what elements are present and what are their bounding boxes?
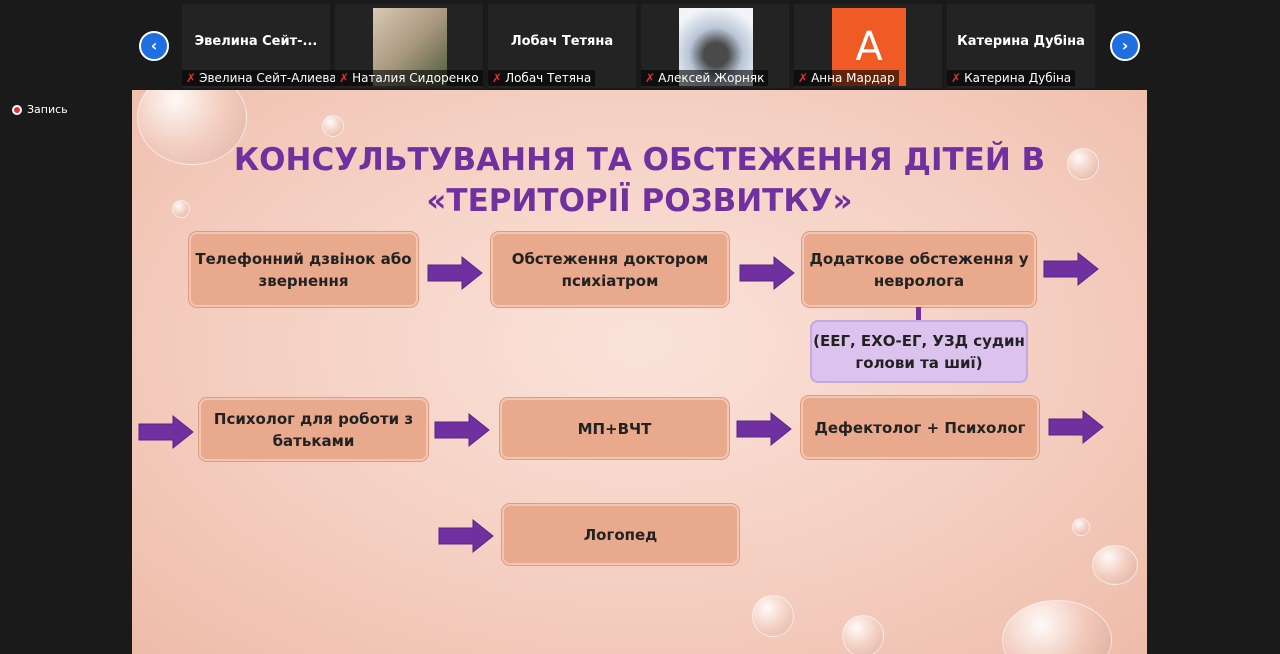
participant-tile[interactable]: ✗Наталия Сидоренко <box>335 4 483 88</box>
participant-tile[interactable]: Эвелина Сейт-... ✗Эвелина Сейт-Алиева <box>182 4 341 88</box>
bubble-decoration <box>1092 545 1138 585</box>
recording-indicator[interactable]: Запись <box>12 103 68 116</box>
step-phone-call: Телефонний дзвінок або звернення <box>189 232 418 307</box>
arrow-right-icon <box>1043 251 1099 287</box>
participant-tile[interactable]: A ✗Анна Мардар <box>794 4 942 88</box>
shared-slide: КОНСУЛЬТУВАННЯ ТА ОБСТЕЖЕННЯ ДІТЕЙ В «ТЕ… <box>132 90 1147 654</box>
participant-tile[interactable]: Лобач Тетяна ✗Лобач Тетяна <box>488 4 636 88</box>
muted-mic-icon: ✗ <box>492 71 503 85</box>
bubble-decoration <box>1067 148 1099 180</box>
next-page-button[interactable]: › <box>1110 31 1140 61</box>
muted-mic-icon: ✗ <box>951 71 962 85</box>
participant-tile[interactable]: Катерина Дубіна ✗Катерина Дубіна <box>947 4 1095 88</box>
participant-label: ✗Анна Мардар <box>794 70 899 86</box>
label-text: Алексей Жорняк <box>658 71 765 85</box>
slide-title: КОНСУЛЬТУВАННЯ ТА ОБСТЕЖЕННЯ ДІТЕЙ В «ТЕ… <box>132 140 1147 222</box>
arrow-right-icon <box>427 255 483 291</box>
step-speech-therapist: Логопед <box>502 504 739 565</box>
muted-mic-icon: ✗ <box>186 71 197 85</box>
connector-line <box>916 307 921 321</box>
bubble-decoration <box>842 615 884 654</box>
bubble-decoration <box>1002 600 1112 654</box>
title-line: «ТЕРИТОРІЇ РОЗВИТКУ» <box>426 183 853 219</box>
step-parent-psychologist: Психолог для роботи з батьками <box>199 398 428 461</box>
record-icon <box>12 104 22 115</box>
label-text: Лобач Тетяна <box>505 71 592 85</box>
participant-tile[interactable]: ✗Алексей Жорняк <box>641 4 789 88</box>
participant-label: ✗Лобач Тетяна <box>488 70 596 86</box>
bubble-decoration <box>172 200 190 218</box>
participant-strip: ‹ Эвелина Сейт-... ✗Эвелина Сейт-Алиева … <box>0 0 1280 90</box>
bubble-decoration <box>137 90 247 165</box>
label-text: Эвелина Сейт-Алиева <box>199 71 337 85</box>
step-defectologist: Дефектолог + Психолог <box>801 396 1039 459</box>
participant-label: ✗Наталия Сидоренко <box>335 70 483 86</box>
step-neurologist: Додаткове обстеження у невролога <box>802 232 1036 307</box>
recording-label: Запись <box>27 103 68 116</box>
bubble-decoration <box>1072 518 1090 536</box>
label-text: Катерина Дубіна <box>964 71 1072 85</box>
arrow-right-icon <box>438 518 494 554</box>
participant-name: Катерина Дубіна <box>957 34 1085 49</box>
participant-name: Лобач Тетяна <box>510 34 614 49</box>
arrow-right-icon <box>739 255 795 291</box>
muted-mic-icon: ✗ <box>798 71 809 85</box>
arrow-right-icon <box>1048 409 1104 445</box>
muted-mic-icon: ✗ <box>645 71 656 85</box>
label-text: Анна Мардар <box>811 71 895 85</box>
step-psychiatrist: Обстеження доктором психіатром <box>491 232 729 307</box>
title-line: КОНСУЛЬТУВАННЯ ТА ОБСТЕЖЕННЯ ДІТЕЙ В <box>233 142 1046 178</box>
step-mp-vcht: МП+ВЧТ <box>500 398 729 459</box>
arrow-right-icon <box>138 414 194 450</box>
participant-label: ✗Эвелина Сейт-Алиева <box>182 70 341 86</box>
participant-name: Эвелина Сейт-... <box>194 34 318 49</box>
participant-label: ✗Катерина Дубіна <box>947 70 1076 86</box>
step-neuro-tests: (ЕЕГ, ЕХО-ЕГ, УЗД судин голови та шиї) <box>810 320 1028 383</box>
label-text: Наталия Сидоренко <box>352 71 479 85</box>
bubble-decoration <box>322 115 344 137</box>
participant-label: ✗Алексей Жорняк <box>641 70 769 86</box>
arrow-right-icon <box>434 412 490 448</box>
bubble-decoration <box>752 595 794 637</box>
muted-mic-icon: ✗ <box>339 71 350 85</box>
prev-page-button[interactable]: ‹ <box>139 31 169 61</box>
arrow-right-icon <box>736 411 792 447</box>
